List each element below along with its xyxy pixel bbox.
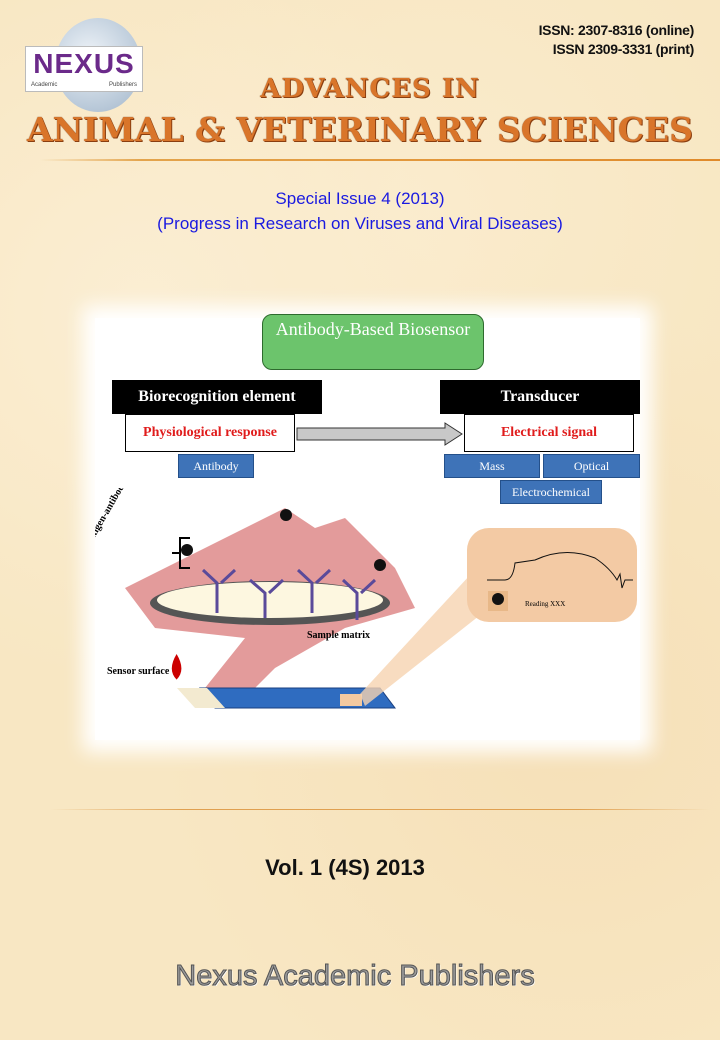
issn-online: ISSN: 2307-8316 (online) — [538, 22, 695, 38]
bracket-icon — [172, 537, 190, 569]
logo-subtext: Academic Publishers — [31, 82, 137, 88]
biorecognition-header: Biorecognition element — [112, 380, 322, 414]
mass-box: Mass — [444, 454, 540, 478]
sample-matrix-label: Sample matrix — [307, 630, 370, 641]
sensor-disc — [157, 582, 383, 618]
biosensor-illustration: Antigen-antibody reaction Sample matrix … — [95, 488, 637, 709]
issue-theme: (Progress in Research on Viruses and Vir… — [157, 214, 563, 233]
antibody-box: Antibody — [178, 454, 254, 478]
special-issue: Special Issue 4 (2013) — [275, 189, 445, 208]
divider — [40, 159, 720, 161]
strip-end — [177, 688, 225, 708]
signal-curve — [487, 552, 633, 589]
antigen-reaction-label: Antigen-antibody reaction — [95, 488, 148, 549]
logo-box — [25, 46, 143, 92]
blood-drop-icon — [171, 654, 182, 680]
divider-bottom — [50, 809, 710, 810]
head-icon-shape — [492, 593, 504, 605]
reading-label: Reading XXX — [525, 600, 565, 608]
antibody-icons — [201, 568, 377, 620]
electrical-signal-box: Electrical signal — [464, 414, 634, 452]
transducer-header: Transducer — [440, 380, 640, 414]
strip-pad — [340, 694, 362, 706]
sensor-surface-label: Sensor surface — [107, 666, 170, 677]
journal-title-line1: ADVANCES IN — [260, 74, 480, 104]
volume-label: Vol. 1 (4S) 2013 — [265, 855, 425, 880]
cover-figure: Antibody-Based Biosensor Biorecognition … — [95, 314, 640, 740]
antigen-icon — [374, 559, 386, 571]
publisher-name: Nexus Academic Publishers — [175, 960, 535, 993]
logo-text: NEXUS — [33, 48, 135, 79]
antigen-icon — [181, 544, 193, 556]
logo-sub-left: Academic — [31, 82, 58, 88]
figure-title: Antibody-Based Biosensor — [262, 314, 484, 370]
antigen-icon — [280, 509, 292, 521]
nexus-logo: NEXUS Academic Publishers — [25, 18, 145, 112]
optical-box: Optical — [543, 454, 640, 478]
journal-title-line2: ANIMAL & VETERINARY SCIENCES — [27, 110, 693, 149]
arrow-icon — [296, 422, 463, 446]
logo-sub-right: Publishers — [108, 82, 137, 88]
issn-print: ISSN 2309-3331 (print) — [552, 41, 695, 57]
physiological-response-box: Physiological response — [125, 414, 295, 452]
reading-display — [467, 528, 637, 622]
electrochemical-box: Electrochemical — [500, 480, 602, 504]
